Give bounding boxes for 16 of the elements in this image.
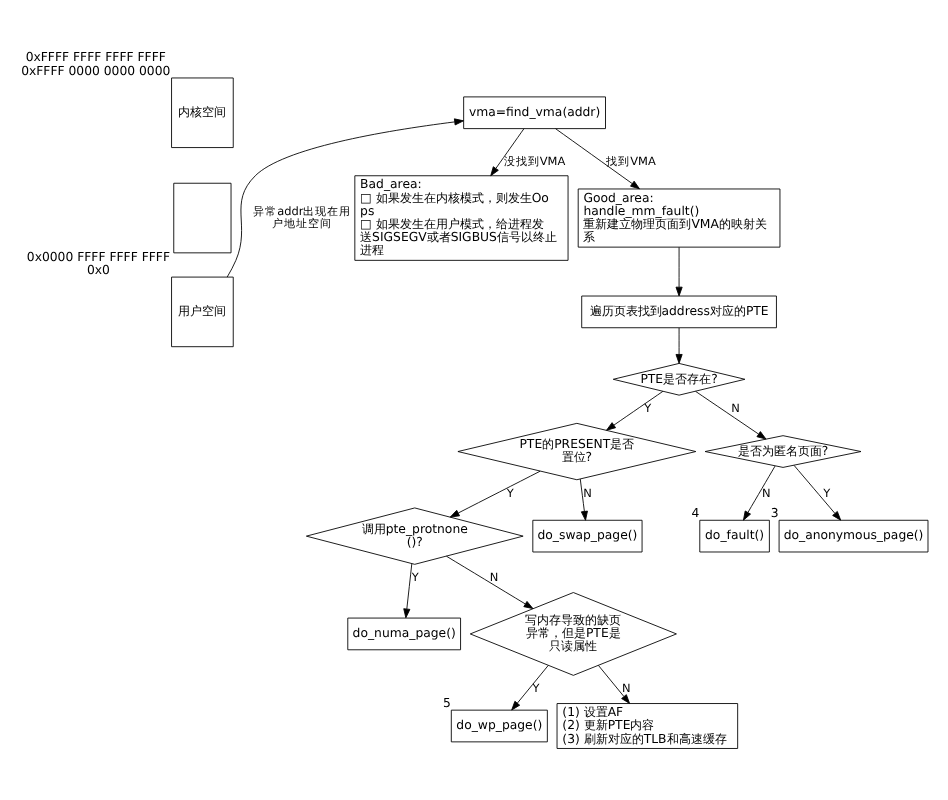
- arrow: [793, 464, 842, 521]
- arrow: [675, 327, 683, 364]
- arrow: [403, 563, 413, 619]
- arrow: [490, 128, 525, 177]
- arrow: [695, 390, 767, 440]
- arrow: [597, 664, 630, 704]
- arrow: [226, 118, 464, 278]
- arrow: [606, 390, 664, 431]
- arrow: [675, 246, 683, 297]
- arrow: [742, 465, 776, 521]
- arrow: [511, 664, 549, 711]
- arrow: [449, 470, 541, 518]
- arrow: [555, 128, 640, 190]
- arrow: [446, 555, 534, 610]
- arrow: [579, 478, 588, 521]
- node-box: [173, 182, 232, 254]
